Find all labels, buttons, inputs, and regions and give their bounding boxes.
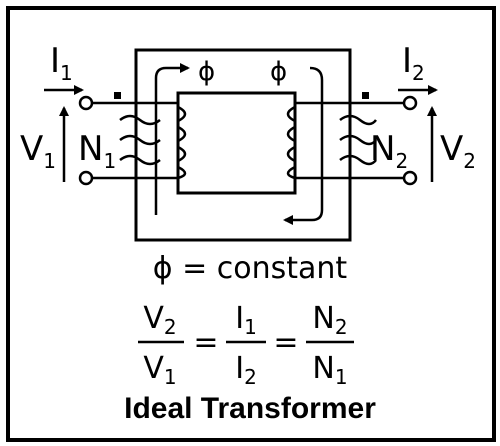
secondary-terminal-top [402, 95, 418, 111]
i1-numerator: I1 [235, 301, 257, 339]
primary-voltage-label: V1 [20, 129, 56, 173]
diagram-frame [6, 6, 496, 442]
primary-polarity-dot [114, 92, 121, 99]
equals-sign-2: = [273, 325, 298, 360]
diagram-title: Ideal Transformer [124, 392, 376, 425]
secondary-polarity-dot [362, 92, 369, 99]
secondary-turns-label: N2 [370, 129, 408, 173]
secondary-current-label: I2 [402, 41, 425, 85]
flux-constant-text: ϕ = constant [153, 251, 348, 286]
v1-denominator: V1 [143, 351, 176, 389]
n1-denominator: N1 [312, 351, 347, 389]
primary-winding [92, 101, 187, 180]
ratio-equation: V2 V1 = I1 I2 = N2 N1 [138, 301, 354, 389]
flux-symbol-left: ϕ [198, 57, 215, 87]
primary-terminal-bottom [78, 170, 94, 186]
primary-current-label: I1 [50, 41, 73, 85]
n2-numerator: N2 [312, 301, 347, 339]
transformer-core [134, 48, 352, 242]
primary-terminal-top [78, 95, 94, 111]
i2-denominator: I2 [235, 351, 257, 389]
flux-symbol-right: ϕ [270, 57, 287, 87]
flux-path [154, 63, 324, 225]
primary-turns-label: N1 [78, 129, 116, 173]
secondary-voltage-label: V2 [440, 129, 476, 173]
v2-numerator: V2 [143, 301, 176, 339]
equals-sign-1: = [193, 325, 218, 360]
secondary-winding [286, 101, 404, 180]
secondary-terminal-bottom [402, 170, 418, 186]
